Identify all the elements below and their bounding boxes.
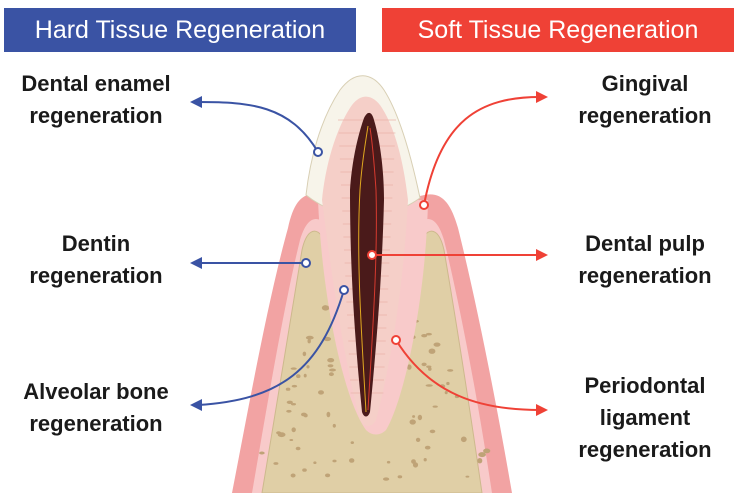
bone-speckle — [325, 474, 330, 478]
bone-speckle — [313, 461, 316, 464]
bone-speckle — [428, 367, 432, 371]
bone-speckle — [447, 369, 453, 372]
dental-enamel-label: Dental enamel regeneration — [6, 68, 186, 132]
bone-speckle — [398, 475, 403, 478]
enamel-connector — [198, 102, 318, 152]
bone-speckle — [483, 449, 490, 454]
bone-speckle — [433, 406, 438, 408]
bone-marker — [340, 286, 348, 294]
bone-speckle — [291, 474, 296, 478]
bone-speckle — [349, 458, 354, 463]
bone-speckle — [410, 419, 416, 424]
bone-speckle — [296, 374, 300, 378]
bone-speckle — [302, 468, 307, 471]
bone-speckle — [430, 430, 436, 434]
enamel-marker — [314, 148, 322, 156]
bone-arrowhead — [190, 399, 202, 411]
bone-speckle — [446, 382, 449, 385]
bone-speckle — [351, 441, 354, 444]
bone-speckle — [292, 385, 297, 388]
bone-speckle — [383, 477, 389, 480]
pulp-arrowhead — [536, 249, 548, 261]
bone-speckle — [425, 446, 431, 450]
gingival-label: Gingival regeneration — [556, 68, 734, 132]
dentin-arrowhead — [190, 257, 202, 269]
bone-speckle — [329, 372, 334, 376]
bone-speckle — [426, 384, 433, 387]
gingival-marker — [420, 201, 428, 209]
bone-speckle — [318, 390, 324, 394]
bone-speckle — [289, 439, 293, 441]
dentin-label: Dentin regeneration — [6, 228, 186, 292]
gingival-arrowhead — [536, 91, 548, 103]
bone-speckle — [291, 367, 297, 369]
bone-speckle — [303, 352, 307, 357]
bone-speckle — [411, 459, 416, 464]
bone-speckle — [306, 365, 309, 368]
bone-speckle — [323, 305, 326, 307]
bone-speckle — [477, 458, 482, 463]
bone-speckle — [418, 415, 422, 420]
bone-speckle — [329, 369, 336, 372]
alveolar-bone-label: Alveolar bone regeneration — [6, 376, 186, 440]
dental-pulp-label: Dental pulp regeneration — [556, 228, 734, 292]
bone-speckle — [416, 438, 420, 442]
bone-speckle — [461, 437, 467, 443]
periodontal-arrowhead — [536, 404, 548, 416]
bone-speckle — [278, 432, 286, 437]
bone-speckle — [412, 415, 415, 418]
bone-speckle — [333, 424, 336, 428]
dentin-marker — [302, 259, 310, 267]
bone-speckle — [286, 388, 291, 391]
pulp-marker — [368, 251, 376, 259]
periodontal-ligament-label: Periodontal ligament regeneration — [556, 370, 734, 466]
bone-speckle — [426, 333, 432, 336]
bone-speckle — [259, 452, 265, 455]
bone-speckle — [434, 343, 441, 347]
bone-speckle — [328, 364, 334, 367]
bone-speckle — [273, 462, 278, 465]
bone-speckle — [422, 363, 427, 367]
bone-speckle — [304, 374, 307, 378]
bone-speckle — [292, 427, 296, 432]
bone-speckle — [332, 460, 336, 463]
bone-speckle — [466, 476, 470, 478]
bone-speckle — [287, 401, 293, 404]
bone-speckle — [445, 391, 448, 394]
bone-speckle — [387, 461, 390, 464]
bone-speckle — [296, 447, 301, 451]
bone-speckle — [308, 339, 311, 344]
bone-speckle — [429, 349, 436, 354]
bone-speckle — [304, 414, 308, 418]
enamel-arrowhead — [190, 96, 202, 108]
periodontal-marker — [392, 336, 400, 344]
bone-speckle — [327, 358, 334, 362]
gingival-connector — [424, 97, 540, 205]
bone-speckle — [327, 412, 331, 418]
bone-speckle — [424, 458, 427, 461]
bone-speckle — [286, 410, 291, 413]
